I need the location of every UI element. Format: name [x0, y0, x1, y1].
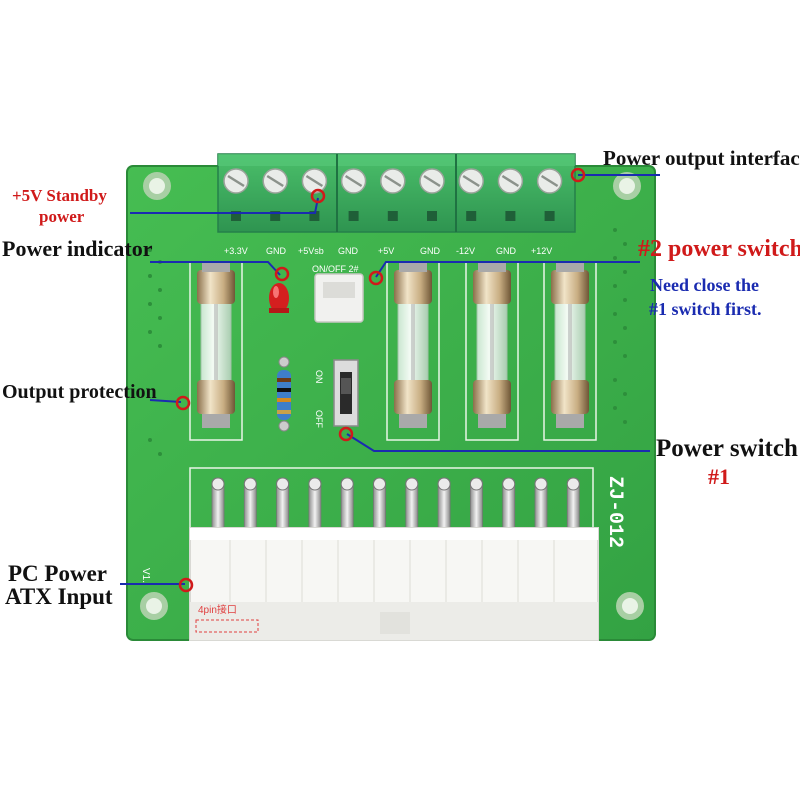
side-mark: V1.	[140, 568, 151, 583]
glass-fuse	[551, 262, 589, 428]
terminal-slot	[544, 211, 555, 221]
terminal-screw	[419, 168, 445, 221]
atx-pin	[243, 477, 257, 535]
pin-layer	[211, 477, 580, 535]
terminal-screw	[223, 168, 249, 221]
callout-atx-line1: PC Power	[8, 561, 107, 586]
terminal-label: GND	[496, 246, 517, 256]
callout-markers	[175, 167, 586, 593]
terminal-screw	[262, 168, 288, 221]
terminal-labels: +3.3V GND +5Vsb GND +5V GND -12V GND +12…	[224, 246, 552, 256]
fuse-layer	[197, 262, 589, 428]
atx-pin	[340, 477, 354, 535]
callout-switch1-line2: #1	[708, 464, 730, 489]
terminal-slot	[231, 211, 241, 221]
callout-standby-line1: +5V Standby	[12, 186, 107, 205]
callout-switch2: #2 power switch	[638, 236, 800, 262]
glass-fuse	[394, 262, 432, 428]
callout-note-line1: Need close the	[650, 275, 759, 295]
terminal-screw	[536, 168, 563, 221]
atx-pin	[502, 477, 516, 535]
terminal-screw	[340, 168, 367, 221]
terminal-label: +5V	[378, 246, 394, 256]
terminal-label: +5Vsb	[298, 246, 324, 256]
atx-pin	[308, 477, 322, 535]
terminal-slot	[309, 211, 320, 221]
switch2-header: ON/OFF 2#	[312, 264, 364, 323]
terminal-slot	[505, 211, 516, 221]
terminal-slot	[348, 211, 359, 221]
glass-fuse	[473, 262, 511, 428]
terminal-slot	[466, 211, 477, 221]
callout-switch1-line1: Power switch	[656, 435, 798, 462]
atx-pin	[437, 477, 451, 535]
slide-switch: ON OFF	[314, 359, 359, 428]
callout-output-interface: Power output interface	[603, 146, 800, 170]
atx-pin	[373, 477, 386, 535]
connector-note: 4pin接口	[198, 603, 237, 616]
switch-off-label: OFF	[314, 410, 324, 428]
atx-pin	[211, 477, 225, 535]
callout-indicator: Power indicator	[2, 236, 153, 261]
atx-pin	[405, 477, 419, 535]
atx-pin	[469, 477, 483, 535]
atx-pin	[566, 477, 580, 535]
terminal-block	[217, 153, 576, 233]
atx-connector: 4pin接口	[189, 527, 599, 641]
callout-atx-line2: ATX Input	[5, 584, 113, 609]
switch-on-label: ON	[314, 370, 324, 384]
terminal-slot	[387, 211, 398, 221]
terminal-screw	[301, 168, 328, 221]
mounting-hole	[140, 172, 644, 620]
terminal-label: GND	[420, 246, 441, 256]
power-led	[269, 283, 289, 313]
terminal-slot	[270, 211, 281, 221]
atx-pin	[276, 477, 290, 535]
atx-pin	[534, 477, 548, 535]
terminal-screw	[458, 168, 484, 221]
terminal-label: +3.3V	[224, 246, 248, 256]
terminal-label: +12V	[531, 246, 552, 256]
terminal-slot	[427, 211, 437, 221]
glass-fuse	[197, 262, 235, 428]
callout-protection: Output protection	[2, 381, 157, 403]
terminal-label: GND	[338, 246, 359, 256]
header-label: ON/OFF 2#	[312, 264, 359, 274]
callout-standby-line2: power	[39, 207, 85, 226]
terminal-screw	[497, 168, 524, 221]
terminal-label: -12V	[456, 246, 475, 256]
resistor	[277, 356, 291, 432]
callout-note-line2: #1 switch first.	[649, 299, 762, 319]
board-model: ZJ-012	[603, 476, 626, 548]
terminal-label: GND	[266, 246, 287, 256]
terminal-screw	[380, 168, 406, 221]
